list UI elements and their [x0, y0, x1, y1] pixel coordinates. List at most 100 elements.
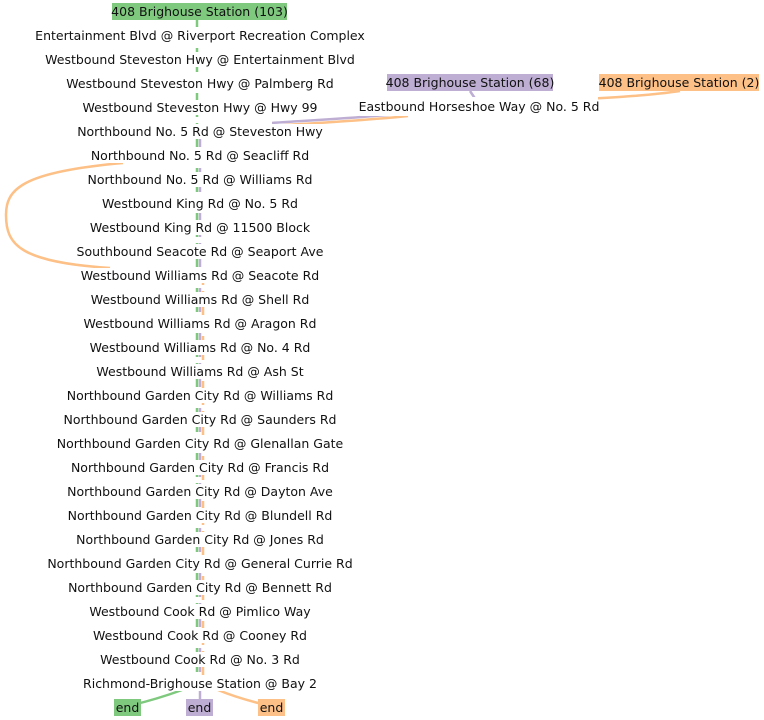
stop-item: Westbound Williams Rd @ Ash St	[94, 364, 306, 379]
route-2-end: end	[258, 699, 285, 716]
stop-label-background	[87, 220, 313, 235]
stop-label-background	[88, 148, 312, 163]
route-68-end: end	[186, 699, 213, 716]
stop-item: Westbound King Rd @ No. 5 Rd	[100, 196, 300, 211]
stop-label: Northbound No. 5 Rd @ Williams Rd	[88, 172, 313, 187]
stop-label: Northbound Garden City Rd @ Glenallan Ga…	[57, 436, 344, 451]
stop-label: Northbound Garden City Rd @ Jones Rd	[76, 532, 324, 547]
route-2-end-label: end	[260, 700, 284, 715]
stop-item: Westbound Williams Rd @ No. 4 Rd	[87, 340, 313, 355]
route-2-header: 408 Brighouse Station (2)	[599, 74, 760, 91]
stop-item: Westbound Steveston Hwy @ Palmberg Rd	[64, 76, 336, 91]
stop-label-background	[80, 100, 320, 115]
stop-label-background	[68, 460, 332, 475]
stop-item: Northbound No. 5 Rd @ Steveston Hwy	[75, 124, 326, 139]
stop-label-background	[100, 196, 300, 211]
stop-item: Northbound Garden City Rd @ Jones Rd	[74, 532, 326, 547]
stop-item: Northbound Garden City Rd @ Blundell Rd	[65, 508, 335, 523]
stop-label-background	[94, 364, 306, 379]
stop-label-background	[78, 268, 322, 283]
stop-label: Westbound Cook Rd @ Pimlico Way	[89, 604, 311, 619]
stop-label: Westbound King Rd @ 11500 Block	[90, 220, 311, 235]
stop-item: Westbound Steveston Hwy @ Hwy 99	[80, 100, 320, 115]
stop-item: Northbound Garden City Rd @ Dayton Ave	[65, 484, 336, 499]
stop-label: Northbound Garden City Rd @ General Curr…	[47, 556, 352, 571]
route-103-header-label: 408 Brighouse Station (103)	[111, 4, 288, 19]
stop-label-background	[65, 508, 335, 523]
stop-label-background	[75, 124, 326, 139]
stop-item: Westbound Cook Rd @ Cooney Rd	[91, 628, 309, 643]
stop-label: Westbound Steveston Hwy @ Palmberg Rd	[66, 76, 333, 91]
stop-label: Northbound Garden City Rd @ Williams Rd	[67, 388, 334, 403]
stop-label-background	[65, 484, 336, 499]
stop-item: Westbound Steveston Hwy @ Entertainment …	[43, 52, 357, 67]
stop-label: Richmond-Brighouse Station @ Bay 2	[83, 676, 317, 691]
stop-item: Westbound Cook Rd @ Pimlico Way	[87, 604, 314, 619]
stop-label-background	[87, 340, 313, 355]
stop-label: Entertainment Blvd @ Riverport Recreatio…	[35, 28, 365, 43]
stop-label: Westbound King Rd @ No. 5 Rd	[102, 196, 298, 211]
stop-label: Northbound No. 5 Rd @ Seacliff Rd	[91, 148, 309, 163]
stop-label-background	[91, 628, 309, 643]
stop-label: Westbound Cook Rd @ Cooney Rd	[93, 628, 307, 643]
stop-label: Northbound Garden City Rd @ Blundell Rd	[68, 508, 333, 523]
stop-label: Westbound Williams Rd @ No. 4 Rd	[90, 340, 311, 355]
stop-label-background	[66, 580, 334, 595]
stop-item: Entertainment Blvd @ Riverport Recreatio…	[33, 28, 367, 43]
stop-label-background	[81, 676, 319, 691]
route-103-end-label: end	[116, 700, 140, 715]
stop-item: Northbound Garden City Rd @ Francis Rd	[68, 460, 332, 475]
stop-label-background	[88, 292, 312, 307]
stop-item: Westbound King Rd @ 11500 Block	[87, 220, 313, 235]
stop-item: Northbound Garden City Rd @ Bennett Rd	[66, 580, 334, 595]
stop-label: Westbound Williams Rd @ Seacote Rd	[81, 268, 319, 283]
stop-label-background	[81, 316, 319, 331]
stop-label: Northbound Garden City Rd @ Saunders Rd	[64, 412, 337, 427]
stop-label: Northbound Garden City Rd @ Bennett Rd	[68, 580, 332, 595]
stop-list: Entertainment Blvd @ Riverport Recreatio…	[33, 28, 367, 691]
stop-label: Westbound Williams Rd @ Aragon Rd	[84, 316, 317, 331]
stop-item: Westbound Williams Rd @ Seacote Rd	[78, 268, 322, 283]
route-2-end-connector	[217, 688, 263, 706]
stop-item: Westbound Williams Rd @ Aragon Rd	[81, 316, 319, 331]
stop-item: Northbound No. 5 Rd @ Seacliff Rd	[88, 148, 312, 163]
stop-label-background	[33, 28, 367, 43]
route-103-end: end	[114, 699, 141, 716]
route-2-header-label: 408 Brighouse Station (2)	[599, 75, 760, 90]
stop-label: Westbound Williams Rd @ Shell Rd	[91, 292, 310, 307]
stop-item: Northbound Garden City Rd @ Glenallan Ga…	[54, 436, 346, 451]
route-68-header: 408 Brighouse Station (68)	[386, 74, 555, 91]
stop-label: Westbound Steveston Hwy @ Entertainment …	[45, 52, 355, 67]
stop-label: Northbound Garden City Rd @ Dayton Ave	[67, 484, 333, 499]
stop-label: Southbound Seacote Rd @ Seaport Ave	[77, 244, 324, 259]
stop-label: Westbound Steveston Hwy @ Hwy 99	[82, 100, 317, 115]
stop-label-background	[54, 436, 346, 451]
stop-label-background	[45, 556, 355, 571]
stop-label: Northbound Garden City Rd @ Francis Rd	[71, 460, 329, 475]
side-stop: Eastbound Horseshoe Way @ No. 5 Rd	[359, 97, 600, 116]
stop-label-background	[61, 412, 339, 427]
stop-label: Northbound No. 5 Rd @ Steveston Hwy	[77, 124, 323, 139]
stop-item: Westbound Cook Rd @ No. 3 Rd	[98, 652, 302, 667]
stop-label: Westbound Cook Rd @ No. 3 Rd	[100, 652, 300, 667]
stop-label: Westbound Williams Rd @ Ash St	[96, 364, 303, 379]
stop-label-background	[85, 172, 315, 187]
stop-label-background	[43, 52, 357, 67]
stop-item: Northbound Garden City Rd @ Saunders Rd	[61, 412, 339, 427]
stop-item: Richmond-Brighouse Station @ Bay 2	[81, 676, 319, 691]
route-68-end-label: end	[188, 700, 212, 715]
stop-label-background	[74, 532, 326, 547]
stop-item: Northbound Garden City Rd @ General Curr…	[45, 556, 355, 571]
route-2-loop-connector	[4, 161, 124, 270]
stop-label-background	[98, 652, 302, 667]
stop-label-background	[74, 244, 326, 259]
route-103-header: 408 Brighouse Station (103)	[111, 3, 288, 20]
route-68-header-label: 408 Brighouse Station (68)	[386, 75, 555, 90]
stop-label-background	[64, 388, 336, 403]
side-stop-label: Eastbound Horseshoe Way @ No. 5 Rd	[359, 99, 600, 114]
stop-item: Northbound No. 5 Rd @ Williams Rd	[85, 172, 315, 187]
stop-item: Southbound Seacote Rd @ Seaport Ave	[74, 244, 326, 259]
stop-label-background	[64, 76, 336, 91]
stop-label-background	[87, 604, 314, 619]
